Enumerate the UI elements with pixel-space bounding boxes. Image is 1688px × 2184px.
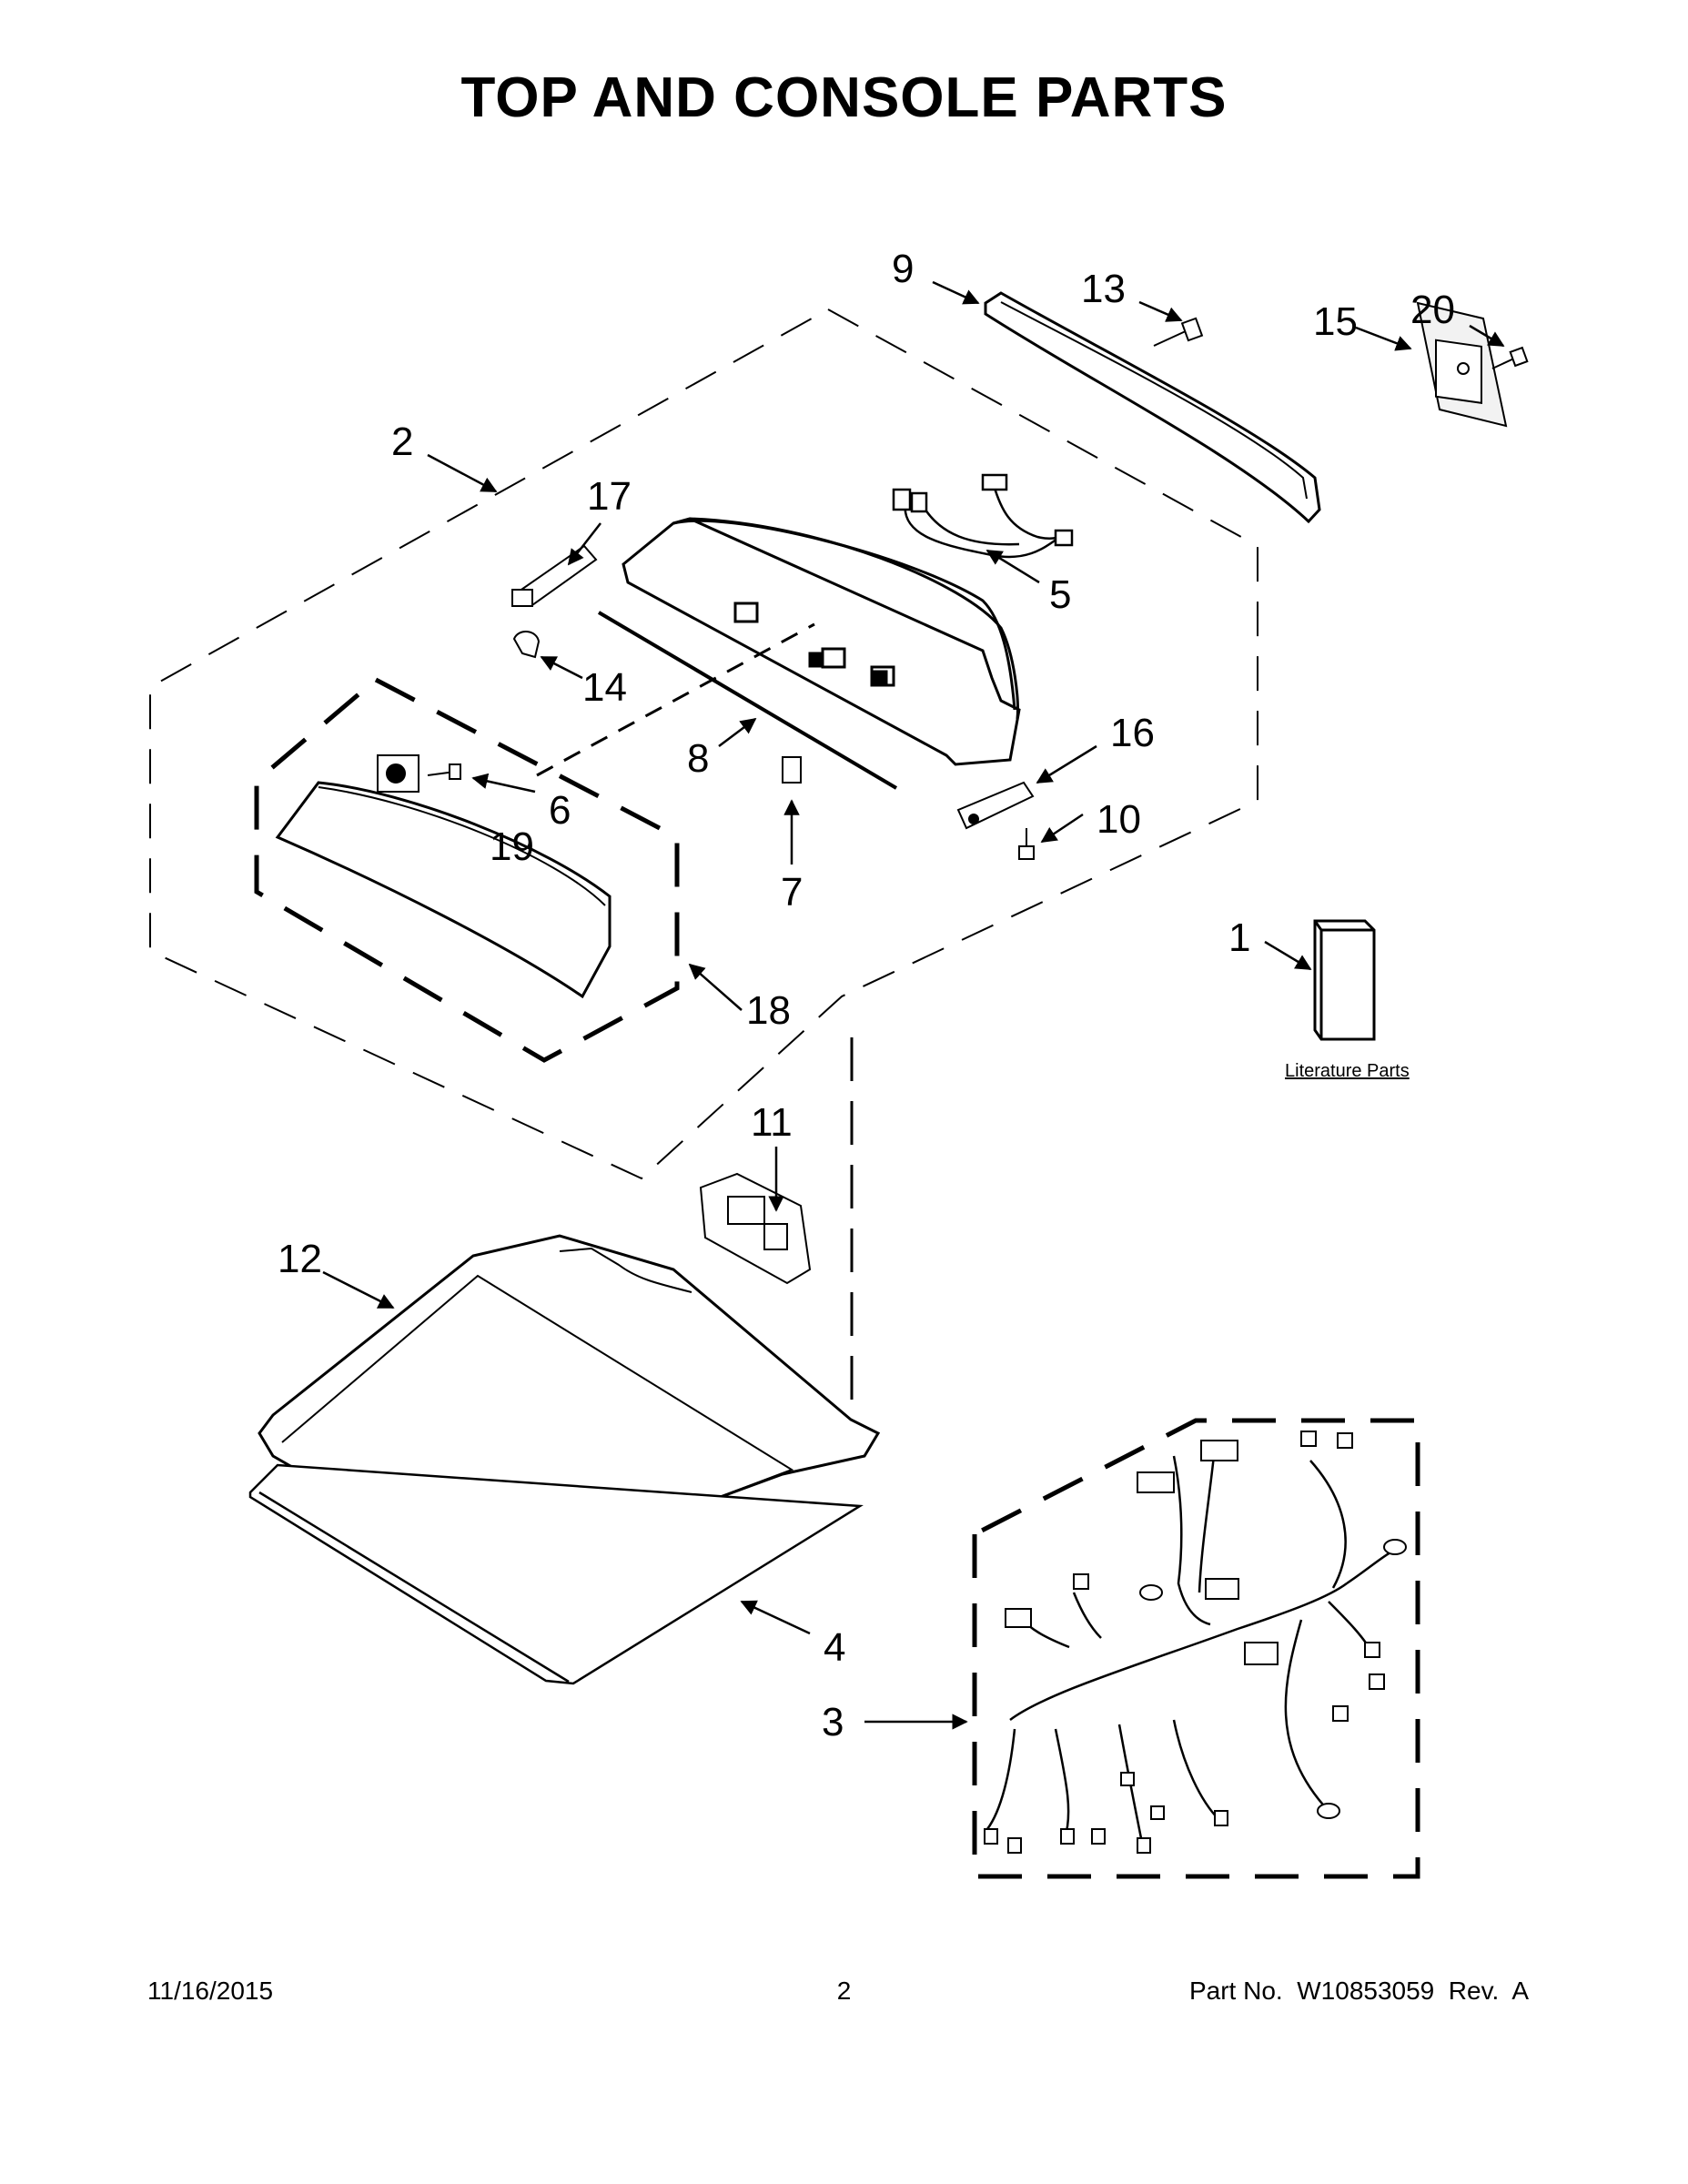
- callout-20: 20: [1410, 288, 1455, 332]
- callout-labels: 9 13 15 20 2 17 5 14 8 16 10 6 19 7 1 18…: [278, 247, 1455, 1744]
- part-19-encoder: [377, 754, 419, 793]
- footer-date: 11/16/2015: [147, 1977, 274, 2005]
- part-20-screw: [1491, 346, 1529, 369]
- callout-4: 4: [824, 1625, 845, 1670]
- part-13-screw: [1153, 317, 1204, 347]
- part-17-bracket: [511, 544, 598, 607]
- callout-17: 17: [587, 474, 632, 519]
- callout-5: 5: [1049, 572, 1071, 617]
- part-9-end-cap: [984, 291, 1321, 524]
- callout-7: 7: [781, 870, 803, 915]
- callout-10: 10: [1097, 797, 1141, 842]
- console-assembly-outline: [149, 308, 1258, 1180]
- callout-18: 18: [746, 988, 791, 1033]
- part-5-harness: [892, 473, 1074, 559]
- footer-page-number: 2: [836, 1977, 852, 2005]
- page-title: TOP AND CONSOLE PARTS: [460, 66, 1228, 129]
- callout-19: 19: [490, 824, 534, 869]
- part-14-clip: [512, 631, 541, 659]
- callout-leaders: [322, 280, 1505, 1730]
- part-18-panel: [275, 781, 612, 999]
- callout-14: 14: [582, 665, 627, 710]
- footer-part-number: Part No. W10853059 Rev. A: [1188, 1977, 1529, 2005]
- callout-12: 12: [278, 1237, 322, 1281]
- callout-11: 11: [751, 1100, 793, 1145]
- callout-16: 16: [1110, 711, 1155, 755]
- knob-guide-line: [536, 622, 815, 777]
- part-16-bracket: [956, 781, 1035, 830]
- callout-6: 6: [549, 788, 571, 833]
- part-10-screw: [1018, 828, 1035, 860]
- wire-harness-outline: [972, 1418, 1420, 1879]
- part-3-wire-harness: [984, 1431, 1407, 1854]
- callout-3: 3: [822, 1700, 844, 1744]
- callout-15: 15: [1313, 299, 1358, 344]
- literature-parts-label: Literature Parts: [1285, 1061, 1410, 1081]
- part-8-strip: [597, 611, 898, 790]
- part-6-screw: [427, 763, 461, 780]
- callout-8: 8: [687, 736, 709, 781]
- part-11-control-board: [699, 1172, 812, 1285]
- part-7-clip: [782, 756, 802, 784]
- callout-1: 1: [1228, 915, 1250, 960]
- callout-13: 13: [1081, 267, 1126, 311]
- part-1-literature: [1313, 919, 1376, 1041]
- console-body: [622, 517, 1021, 766]
- part-4-gasket: [248, 1463, 864, 1685]
- callout-9: 9: [892, 247, 914, 291]
- console-panel-outline: [254, 677, 680, 1063]
- callout-2: 2: [391, 420, 413, 464]
